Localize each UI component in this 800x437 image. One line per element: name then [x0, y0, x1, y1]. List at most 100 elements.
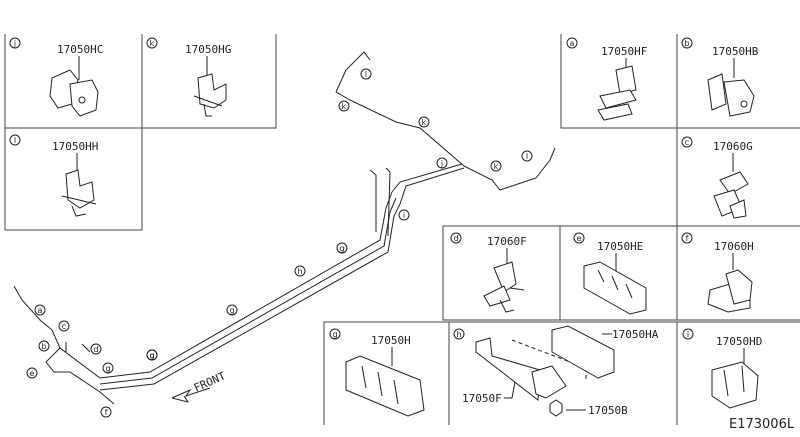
- part-number[interactable]: 17050B: [588, 404, 628, 417]
- route-marker-circle: [436, 157, 448, 169]
- callout-circle: [566, 37, 578, 49]
- clip-part-icon: [707, 73, 755, 117]
- route-marker-circle: [418, 116, 430, 128]
- route-marker-circle: [338, 100, 350, 112]
- callout-letter: d: [453, 234, 458, 243]
- callout-circle: [9, 37, 21, 49]
- clip-part-icon: [193, 73, 227, 117]
- route-marker-letter[interactable]: g: [149, 351, 154, 360]
- clip-part-icon: [345, 355, 425, 417]
- route-marker-letter[interactable]: g: [149, 351, 154, 360]
- panel-g: g 17050H: [329, 328, 425, 417]
- callout-letter: f: [686, 234, 689, 243]
- panel-f: f 17060H: [681, 232, 754, 313]
- route-marker-circle: [100, 406, 112, 418]
- callout-circle: [682, 328, 694, 340]
- route-marker-letter[interactable]: j: [440, 159, 443, 168]
- route-marker-circle: [102, 362, 114, 374]
- callout-circle: [681, 37, 693, 49]
- route-marker-circle: [226, 304, 238, 316]
- route-marker-letter[interactable]: k: [494, 162, 499, 171]
- route-marker-circle: [58, 320, 70, 332]
- clip-part-icon: [483, 261, 525, 313]
- panel-frame-l: [4, 128, 143, 231]
- route-marker-letter[interactable]: l: [365, 70, 367, 79]
- callout-circle: [450, 232, 462, 244]
- panel-i: i 17050HD: [682, 328, 762, 409]
- panel-j: j 17050HC: [9, 37, 103, 117]
- panel-c: c 17060G: [681, 136, 753, 219]
- part-number[interactable]: 17050HA: [612, 328, 659, 341]
- front-arrow-icon: [171, 387, 211, 403]
- route-marker-circle: [336, 242, 348, 254]
- route-marker-letter[interactable]: i: [403, 211, 405, 220]
- part-number[interactable]: 17050HF: [601, 45, 647, 58]
- route-marker-letter[interactable]: d: [93, 345, 98, 354]
- part-number[interactable]: 17050HH: [52, 140, 98, 153]
- clip-part-icon: [551, 325, 615, 379]
- route-marker-letter[interactable]: g: [339, 244, 344, 253]
- panel-frame-g-h-i: [323, 321, 800, 425]
- panel-frame-j-k: [4, 34, 277, 129]
- part-number[interactable]: 17060F: [487, 235, 527, 248]
- callout-letter: a: [570, 39, 575, 48]
- clip-part-icon: [713, 171, 749, 219]
- callout-circle: [453, 328, 465, 340]
- panel-frames: [4, 34, 800, 425]
- part-number[interactable]: 17050HB: [712, 45, 759, 58]
- callout-letter: e: [577, 234, 582, 243]
- part-number[interactable]: 17060H: [714, 240, 754, 253]
- callout-letter: k: [150, 39, 155, 48]
- callout-letter: j: [13, 39, 16, 48]
- part-number[interactable]: 17060G: [713, 140, 753, 153]
- route-marker-letter[interactable]: a: [38, 306, 43, 315]
- route-marker-letter[interactable]: k: [422, 118, 427, 127]
- clip-part-icon: [583, 261, 647, 315]
- panel-k: k 17050HG: [146, 37, 231, 117]
- panel-e: e 17050HE: [573, 232, 647, 315]
- callout-circle: [146, 37, 158, 49]
- panel-a: a 17050HF: [566, 37, 647, 121]
- callout-letter: i: [687, 330, 689, 339]
- callout-letter: l: [14, 136, 16, 145]
- route-marker-circle: [360, 68, 372, 80]
- route-marker-letter[interactable]: l: [526, 152, 528, 161]
- route-marker-letter[interactable]: g: [229, 306, 234, 315]
- part-number[interactable]: 17050HD: [716, 335, 762, 348]
- part-number[interactable]: 17050HC: [57, 43, 103, 56]
- clip-part-icon: [49, 69, 99, 117]
- bracket-part-icon: [475, 337, 587, 401]
- route-marker-circle: [490, 160, 502, 172]
- route-marker-letter[interactable]: b: [41, 342, 46, 351]
- front-label: FRONT: [192, 369, 228, 394]
- route-marker-circle: [90, 343, 102, 355]
- route-marker-letter[interactable]: g: [105, 364, 110, 373]
- route-marker-circle: [26, 367, 38, 379]
- callout-letter: c: [685, 138, 689, 147]
- route-marker-letter[interactable]: h: [297, 267, 302, 276]
- callout-circle: [573, 232, 585, 244]
- panel-l: l 17050HH: [9, 134, 98, 217]
- part-number[interactable]: 17050H: [371, 334, 411, 347]
- front-arrow: FRONT: [171, 369, 228, 403]
- route-marker-circle: [294, 265, 306, 277]
- part-number[interactable]: 17050HG: [185, 43, 231, 56]
- route-marker-circle: [521, 150, 533, 162]
- route-marker-circle: [146, 349, 158, 361]
- callout-circle: [329, 328, 341, 340]
- panel-d: d 17060F: [450, 232, 527, 313]
- panel-frame-d-e-f: [442, 225, 800, 321]
- route-marker-letter[interactable]: f: [105, 408, 108, 417]
- route-marker-letter[interactable]: k: [342, 102, 347, 111]
- part-number[interactable]: 17050F: [462, 392, 502, 405]
- callout-circle: [9, 134, 21, 146]
- callout-circle: [681, 136, 693, 148]
- fuel-line-route: [13, 51, 556, 405]
- callout-letter: h: [456, 330, 461, 339]
- clip-part-icon: [707, 269, 753, 313]
- route-marker-letter[interactable]: c: [62, 322, 66, 331]
- route-marker-letter[interactable]: e: [30, 369, 35, 378]
- part-number[interactable]: 17050HE: [597, 240, 643, 253]
- callout-circle: [681, 232, 693, 244]
